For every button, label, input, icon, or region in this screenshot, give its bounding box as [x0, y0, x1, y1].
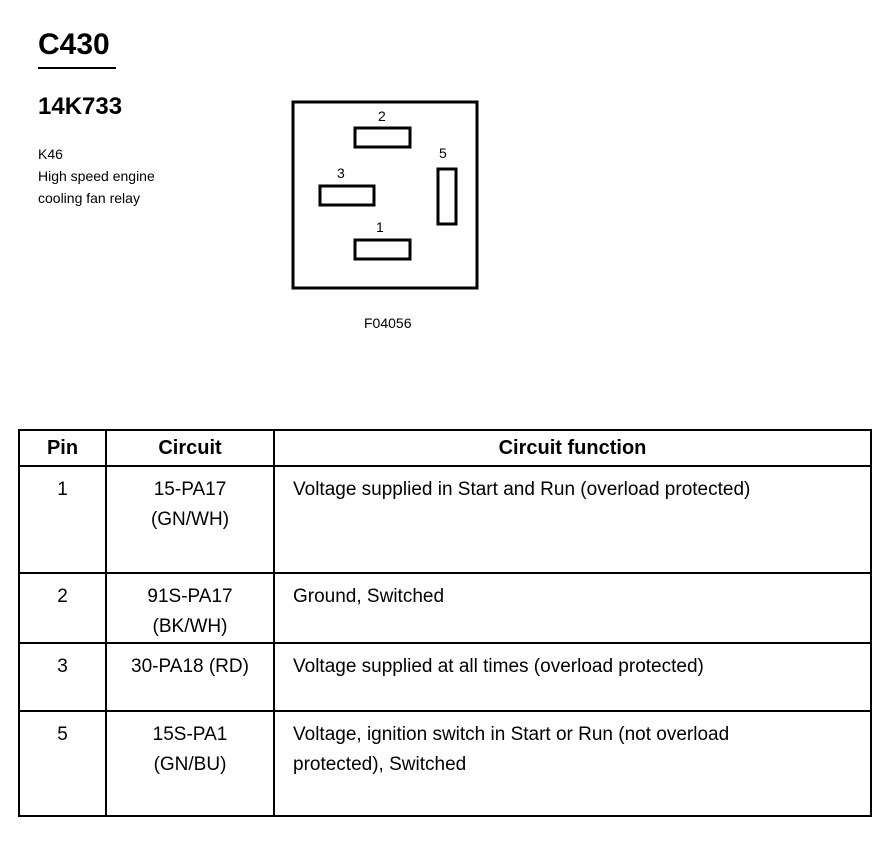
circuit-id: 91S-PA17	[147, 586, 233, 607]
function-cell: Voltage supplied in Start and Run (overl…	[273, 465, 872, 574]
component-code: K46	[38, 146, 63, 162]
pin-cell: 5	[18, 710, 107, 817]
pin-cell: 3	[18, 642, 107, 712]
pin-label-5: 5	[439, 145, 447, 161]
component-desc-line: cooling fan relay	[38, 190, 140, 206]
pin-terminal-5	[436, 167, 458, 226]
wire-color: (BK/WH)	[152, 616, 228, 637]
figure-id: F04056	[364, 315, 412, 331]
pin-label-3: 3	[337, 165, 345, 181]
title-underline	[38, 67, 116, 69]
function-text: Voltage supplied in Start and Run (overl…	[293, 479, 751, 500]
column-header-circuit-function: Circuit function	[273, 429, 872, 467]
circuit-id: 30-PA18 (RD)	[131, 656, 249, 677]
circuit-id: 15-PA17	[153, 479, 227, 500]
column-header-circuit: Circuit	[105, 429, 275, 467]
table-row: 5 15S-PA1 (GN/BU) Voltage, ignition swit…	[18, 710, 872, 817]
pin-terminal-2	[353, 126, 412, 149]
circuit-cell: 91S-PA17 (BK/WH)	[105, 572, 275, 644]
pin-terminal-1	[353, 238, 412, 261]
component-desc-line: High speed engine	[38, 168, 155, 184]
pin-label-1: 1	[376, 219, 384, 235]
function-cell: Voltage supplied at all times (overload …	[273, 642, 872, 712]
connector-face-diagram: 2 3 5 1	[291, 100, 479, 290]
component-description: K46 High speed engine cooling fan relay	[38, 143, 155, 209]
wire-color: (GN/WH)	[150, 509, 230, 530]
circuit-id: 15S-PA1	[152, 724, 228, 745]
pin-cell: 2	[18, 572, 107, 644]
table-header-row: Pin Circuit Circuit function	[18, 429, 872, 467]
circuit-cell: 30-PA18 (RD)	[105, 642, 275, 712]
function-cell: Voltage, ignition switch in Start or Run…	[273, 710, 872, 817]
function-text: Ground, Switched	[293, 586, 445, 607]
wire-color: (GN/BU)	[153, 754, 227, 775]
part-number: 14K733	[38, 93, 123, 120]
function-cell: Ground, Switched	[273, 572, 872, 644]
pin-cell: 1	[18, 465, 107, 574]
pin-circuit-table: Pin Circuit Circuit function 1 15-PA17 (…	[18, 429, 872, 817]
pin-terminal-3	[318, 184, 376, 207]
circuit-cell: 15-PA17 (GN/WH)	[105, 465, 275, 574]
connector-id: C430	[38, 28, 110, 61]
column-header-pin: Pin	[18, 429, 107, 467]
table-row: 2 91S-PA17 (BK/WH) Ground, Switched	[18, 572, 872, 644]
circuit-cell: 15S-PA1 (GN/BU)	[105, 710, 275, 817]
pin-label-2: 2	[378, 108, 386, 124]
function-text: protected), Switched	[293, 754, 467, 775]
function-text: Voltage, ignition switch in Start or Run…	[293, 724, 730, 745]
table-row: 1 15-PA17 (GN/WH) Voltage supplied in St…	[18, 465, 872, 574]
function-text: Voltage supplied at all times (overload …	[293, 656, 704, 677]
table-row: 3 30-PA18 (RD) Voltage supplied at all t…	[18, 642, 872, 712]
